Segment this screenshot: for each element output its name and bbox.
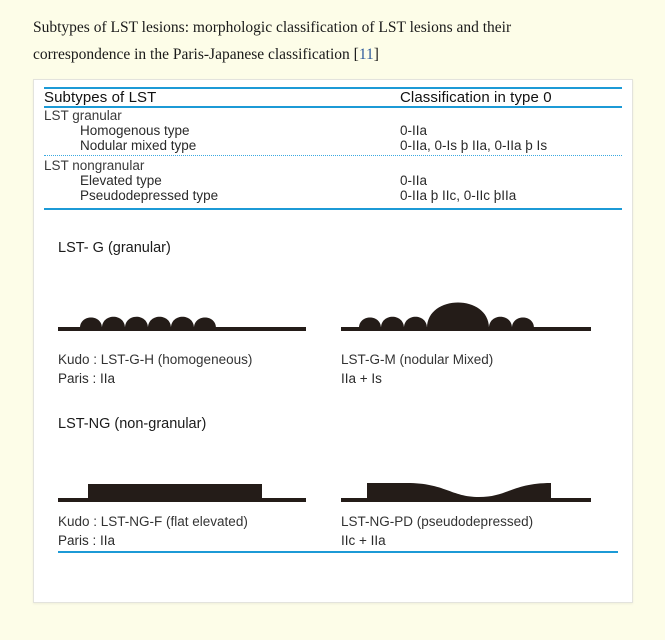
table-group-granular: LST granular Homogenous type 0-IIa Nodul… bbox=[44, 108, 622, 153]
table-row: Homogenous type 0-IIa bbox=[44, 123, 622, 138]
diagram-granular-nodular-mixed bbox=[341, 288, 622, 350]
subtype-elevated: Elevated type bbox=[80, 173, 162, 188]
caption-line-2: correspondence in the Paris-Japanese cla… bbox=[33, 46, 354, 63]
table-group-nongranular: LST nongranular Elevated type 0-IIa Pseu… bbox=[44, 158, 622, 208]
panel-lst-ng-pd: LST-NG-PD (pseudodepressed) IIc + IIa bbox=[333, 466, 622, 550]
figure-caption: Subtypes of LST lesions: morphologic cla… bbox=[33, 14, 633, 68]
table-bottom-rule bbox=[44, 208, 622, 210]
column-header-subtypes: Subtypes of LST bbox=[44, 89, 157, 106]
subtype-nodular-mixed: Nodular mixed type bbox=[80, 138, 197, 153]
column-header-classification: Classification in type 0 bbox=[399, 89, 622, 106]
caption-lst-g-h-line2: Paris : IIa bbox=[58, 371, 116, 386]
table-row: Nodular mixed type 0-IIa, 0-Is þ IIa, 0-… bbox=[44, 138, 622, 153]
diagram-nongranular-pseudodepressed bbox=[341, 466, 622, 512]
group-name-nongranular: LST nongranular bbox=[44, 158, 145, 173]
caption-lst-g-m-line1: LST-G-M (nodular Mixed) bbox=[341, 352, 494, 367]
citation-number[interactable]: 11 bbox=[358, 46, 374, 63]
panel-lst-g-h: Kudo : LST-G-H (homogeneous) Paris : IIa bbox=[44, 288, 333, 388]
caption-lst-g-h-line1: Kudo : LST-G-H (homogeneous) bbox=[58, 352, 253, 367]
caption-lst-ng-pd-line1: LST-NG-PD (pseudodepressed) bbox=[341, 514, 534, 529]
table-group-heading-row: LST nongranular bbox=[44, 158, 622, 173]
caption-lst-ng-f-line1: Kudo : LST-NG-F (flat elevated) bbox=[58, 514, 248, 529]
lst-classification-table: Subtypes of LST Classification in type 0… bbox=[44, 80, 622, 210]
lesion-diagram-figure: LST- G (granular) Kudo : LST-G-H (homoge… bbox=[44, 240, 622, 553]
diagram-nongranular-flat-elevated bbox=[58, 466, 333, 512]
classification-pseudodepressed: 0-IIa þ IIc, 0-IIc þIIa bbox=[400, 188, 517, 203]
caption-lst-g-m-line2: IIa + Is bbox=[341, 371, 382, 386]
section-heading-lst-g: LST- G (granular) bbox=[58, 240, 171, 256]
caption-lst-ng-f-line2: Paris : IIa bbox=[58, 533, 116, 548]
group-name-granular: LST granular bbox=[44, 108, 122, 123]
figure-card: Subtypes of LST Classification in type 0… bbox=[33, 79, 633, 603]
figure-bottom-rule bbox=[58, 551, 618, 553]
section-heading-lst-ng: LST-NG (non-granular) bbox=[58, 416, 207, 432]
classification-homogenous: 0-IIa bbox=[400, 123, 428, 138]
table-group-heading-row: LST granular bbox=[44, 108, 622, 123]
table-row: Pseudodepressed type 0-IIa þ IIc, 0-IIc … bbox=[44, 188, 622, 203]
table-row: Elevated type 0-IIa bbox=[44, 173, 622, 188]
table-top-rule bbox=[44, 87, 622, 89]
table-group-separator bbox=[44, 155, 622, 156]
subtype-homogenous: Homogenous type bbox=[80, 123, 190, 138]
panel-lst-g-m: LST-G-M (nodular Mixed) IIa + Is bbox=[333, 288, 622, 388]
citation-reference[interactable]: [11] bbox=[354, 46, 379, 63]
panels-lst-g: Kudo : LST-G-H (homogeneous) Paris : IIa bbox=[44, 288, 622, 388]
panels-lst-ng: Kudo : LST-NG-F (flat elevated) Paris : … bbox=[44, 466, 622, 550]
bracket-close: ] bbox=[373, 46, 379, 63]
bracket-open: [ bbox=[353, 46, 359, 63]
caption-line-1: Subtypes of LST lesions: morphologic cla… bbox=[33, 19, 512, 36]
figure-section-lst-ng: LST-NG (non-granular) Kudo : LST-NG-F (f… bbox=[44, 416, 622, 550]
diagram-granular-homogeneous bbox=[58, 288, 333, 350]
column-header-classification-label: Classification in type 0 bbox=[400, 89, 552, 106]
table-header-row: Subtypes of LST Classification in type 0 bbox=[44, 89, 622, 106]
caption-lst-ng-pd-line2: IIc + IIa bbox=[341, 533, 386, 548]
classification-elevated: 0-IIa bbox=[400, 173, 428, 188]
panel-lst-ng-f: Kudo : LST-NG-F (flat elevated) Paris : … bbox=[44, 466, 333, 550]
table-header-rule bbox=[44, 106, 622, 108]
classification-nodular-mixed: 0-IIa, 0-Is þ IIa, 0-IIa þ Is bbox=[400, 138, 548, 153]
card-inner: Subtypes of LST Classification in type 0… bbox=[44, 80, 622, 602]
figure-section-lst-g: LST- G (granular) Kudo : LST-G-H (homoge… bbox=[44, 240, 622, 388]
subtype-pseudodepressed: Pseudodepressed type bbox=[80, 188, 219, 203]
